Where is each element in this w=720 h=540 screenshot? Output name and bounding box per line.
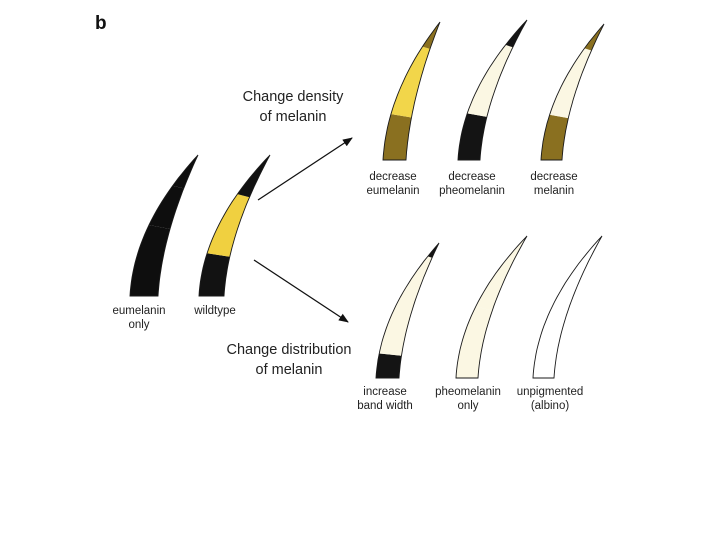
hair-decrease-eumelanin: [383, 22, 440, 160]
label-line1: decrease: [427, 170, 517, 184]
hair-pheomelanin-only: [456, 236, 527, 378]
arrow-to-distribution: [254, 260, 348, 322]
label-line2: melanin: [514, 184, 594, 198]
hair-band-middle: [391, 47, 430, 118]
hair-band-base: [533, 306, 568, 378]
label-decrease-eumelanin: decrease eumelanin: [353, 170, 433, 198]
label-line1: decrease: [353, 170, 433, 184]
hair-band-tip: [506, 20, 527, 47]
hair-band-middle: [550, 48, 592, 118]
hair-increase-band-width: [376, 243, 439, 378]
heading-distribution-line1: Change distribution: [212, 340, 366, 360]
label-wildtype: wildtype: [180, 304, 250, 318]
label-line2: (albino): [505, 399, 595, 413]
hair-band-middle: [207, 194, 249, 257]
label-line2: only: [104, 318, 174, 332]
label-line1: wildtype: [180, 304, 250, 318]
hair-band-tip: [237, 155, 270, 197]
label-unpigmented: unpigmented (albino): [505, 385, 595, 413]
hair-band-middle: [379, 256, 432, 355]
hair-band-middle: [552, 271, 582, 311]
hair-eumelanin-only: [130, 155, 198, 296]
label-line2: only: [423, 399, 513, 413]
label-line1: increase: [345, 385, 425, 399]
hair-decrease-pheomelanin: [458, 20, 527, 160]
arrow-to-density: [258, 138, 352, 200]
hair-unpigmented: [533, 236, 602, 378]
label-line1: decrease: [514, 170, 594, 184]
heading-change-distribution: Change distribution of melanin: [212, 340, 366, 380]
label-line1: unpigmented: [505, 385, 595, 399]
heading-density-line1: Change density: [228, 87, 358, 107]
label-line2: pheomelanin: [427, 184, 517, 198]
label-increase-band-width: increase band width: [345, 385, 425, 413]
hair-band-middle: [149, 186, 184, 229]
label-pheomelanin-only: pheomelanin only: [423, 385, 513, 413]
hair-band-middle: [476, 271, 507, 311]
hair-band-base: [456, 306, 492, 378]
heading-change-density: Change density of melanin: [228, 87, 358, 127]
label-line1: eumelanin: [104, 304, 174, 318]
heading-distribution-line2: of melanin: [212, 360, 366, 380]
hair-wildtype: [199, 155, 270, 296]
heading-density-line2: of melanin: [228, 107, 358, 127]
hair-band-base: [199, 253, 230, 296]
hair-band-tip: [497, 236, 527, 274]
hair-band-base: [376, 354, 402, 379]
label-line2: eumelanin: [353, 184, 433, 198]
label-line2: band width: [345, 399, 425, 413]
hair-decrease-melanin: [541, 24, 604, 160]
label-decrease-melanin: decrease melanin: [514, 170, 594, 198]
label-eumelanin-only: eumelanin only: [104, 304, 174, 332]
hair-band-tip: [573, 236, 602, 274]
hair-band-base: [383, 114, 412, 160]
label-decrease-pheomelanin: decrease pheomelanin: [427, 170, 517, 198]
label-line1: pheomelanin: [423, 385, 513, 399]
